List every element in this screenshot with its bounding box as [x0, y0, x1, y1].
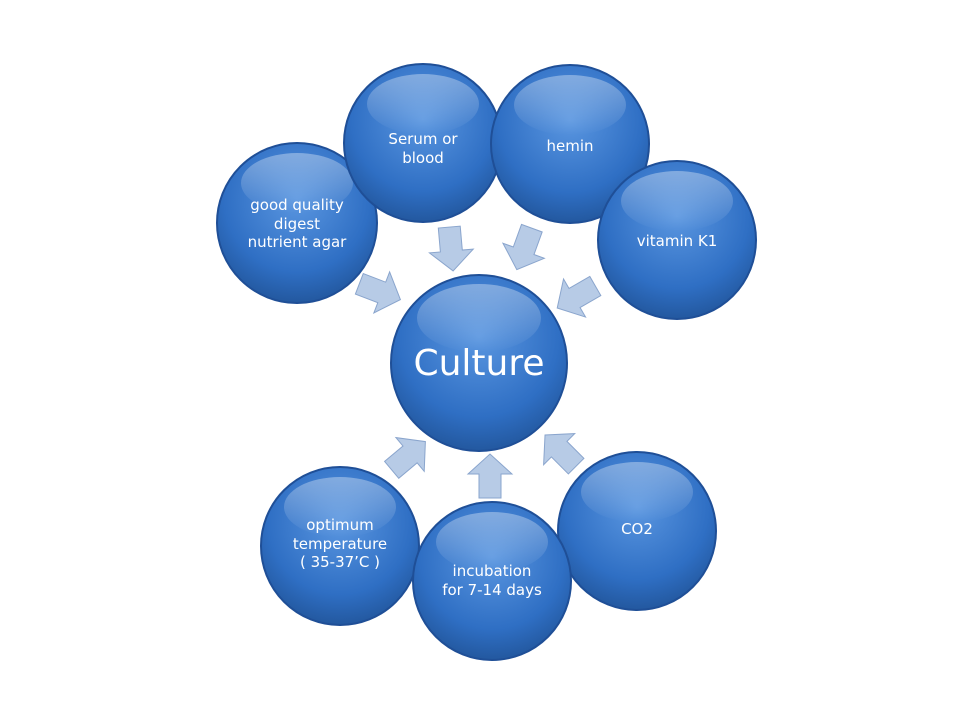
arrows [354, 223, 602, 499]
arrow-co2-to-center [543, 433, 585, 475]
arrow-serum-to-center [428, 225, 475, 272]
circle-co2 [557, 451, 717, 611]
arrow-hemin-to-center [501, 223, 546, 271]
circle-hemin [490, 64, 650, 224]
arrow-temperature-to-center [383, 436, 426, 479]
circle-temperature [260, 466, 420, 626]
circle-incubation [412, 501, 572, 661]
circle-vitk1 [597, 160, 757, 320]
arrow-vitk1-to-center [556, 275, 602, 318]
arrow-incubation-to-center [466, 453, 514, 499]
outer-circles [216, 63, 757, 661]
circle-agar [216, 142, 378, 304]
center-circle [390, 274, 568, 452]
circle-serum [343, 63, 503, 223]
arrow-agar-to-center [354, 270, 402, 315]
